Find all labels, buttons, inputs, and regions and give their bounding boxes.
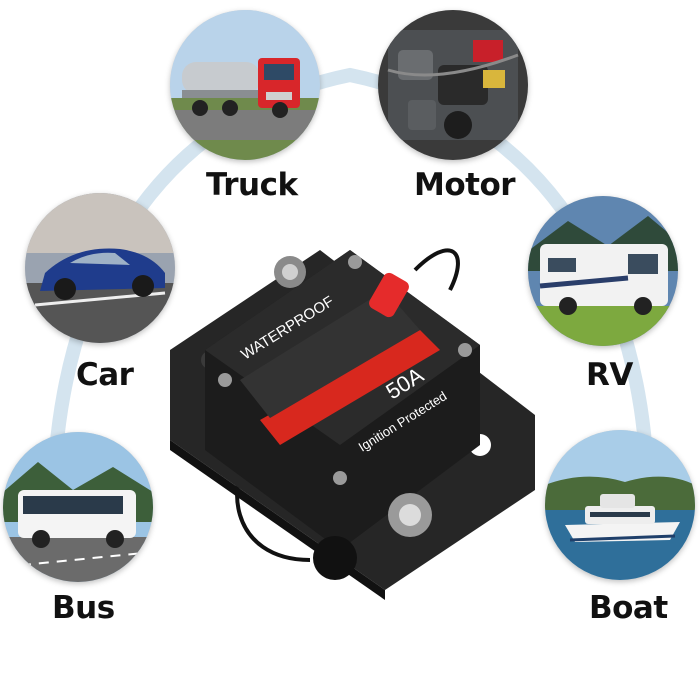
screw [458, 343, 472, 357]
motor-photo [378, 10, 528, 160]
bus-icon [3, 432, 153, 582]
label-rv: RV [586, 357, 633, 393]
label-boat: Boat [589, 590, 668, 626]
boat-icon [545, 430, 695, 580]
truck-icon [170, 10, 320, 160]
bus-photo [3, 432, 153, 582]
rv-photo [528, 196, 678, 346]
engine-icon [378, 10, 528, 160]
screw [348, 255, 362, 269]
label-bus: Bus [52, 590, 115, 626]
label-motor: Motor [414, 167, 516, 203]
cover-strap [413, 248, 460, 291]
rv-icon [528, 196, 678, 346]
truck-photo [170, 10, 320, 160]
trip-button [369, 272, 409, 318]
label-truck: Truck [206, 167, 298, 203]
screw [218, 373, 232, 387]
screw [333, 471, 347, 485]
reset-lever [260, 330, 440, 445]
boat-photo [545, 430, 695, 580]
dust-cap [313, 536, 357, 580]
label-car: Car [76, 357, 134, 393]
circuit-breaker: WATERPROOF 50A Ignition Protected [170, 248, 535, 600]
